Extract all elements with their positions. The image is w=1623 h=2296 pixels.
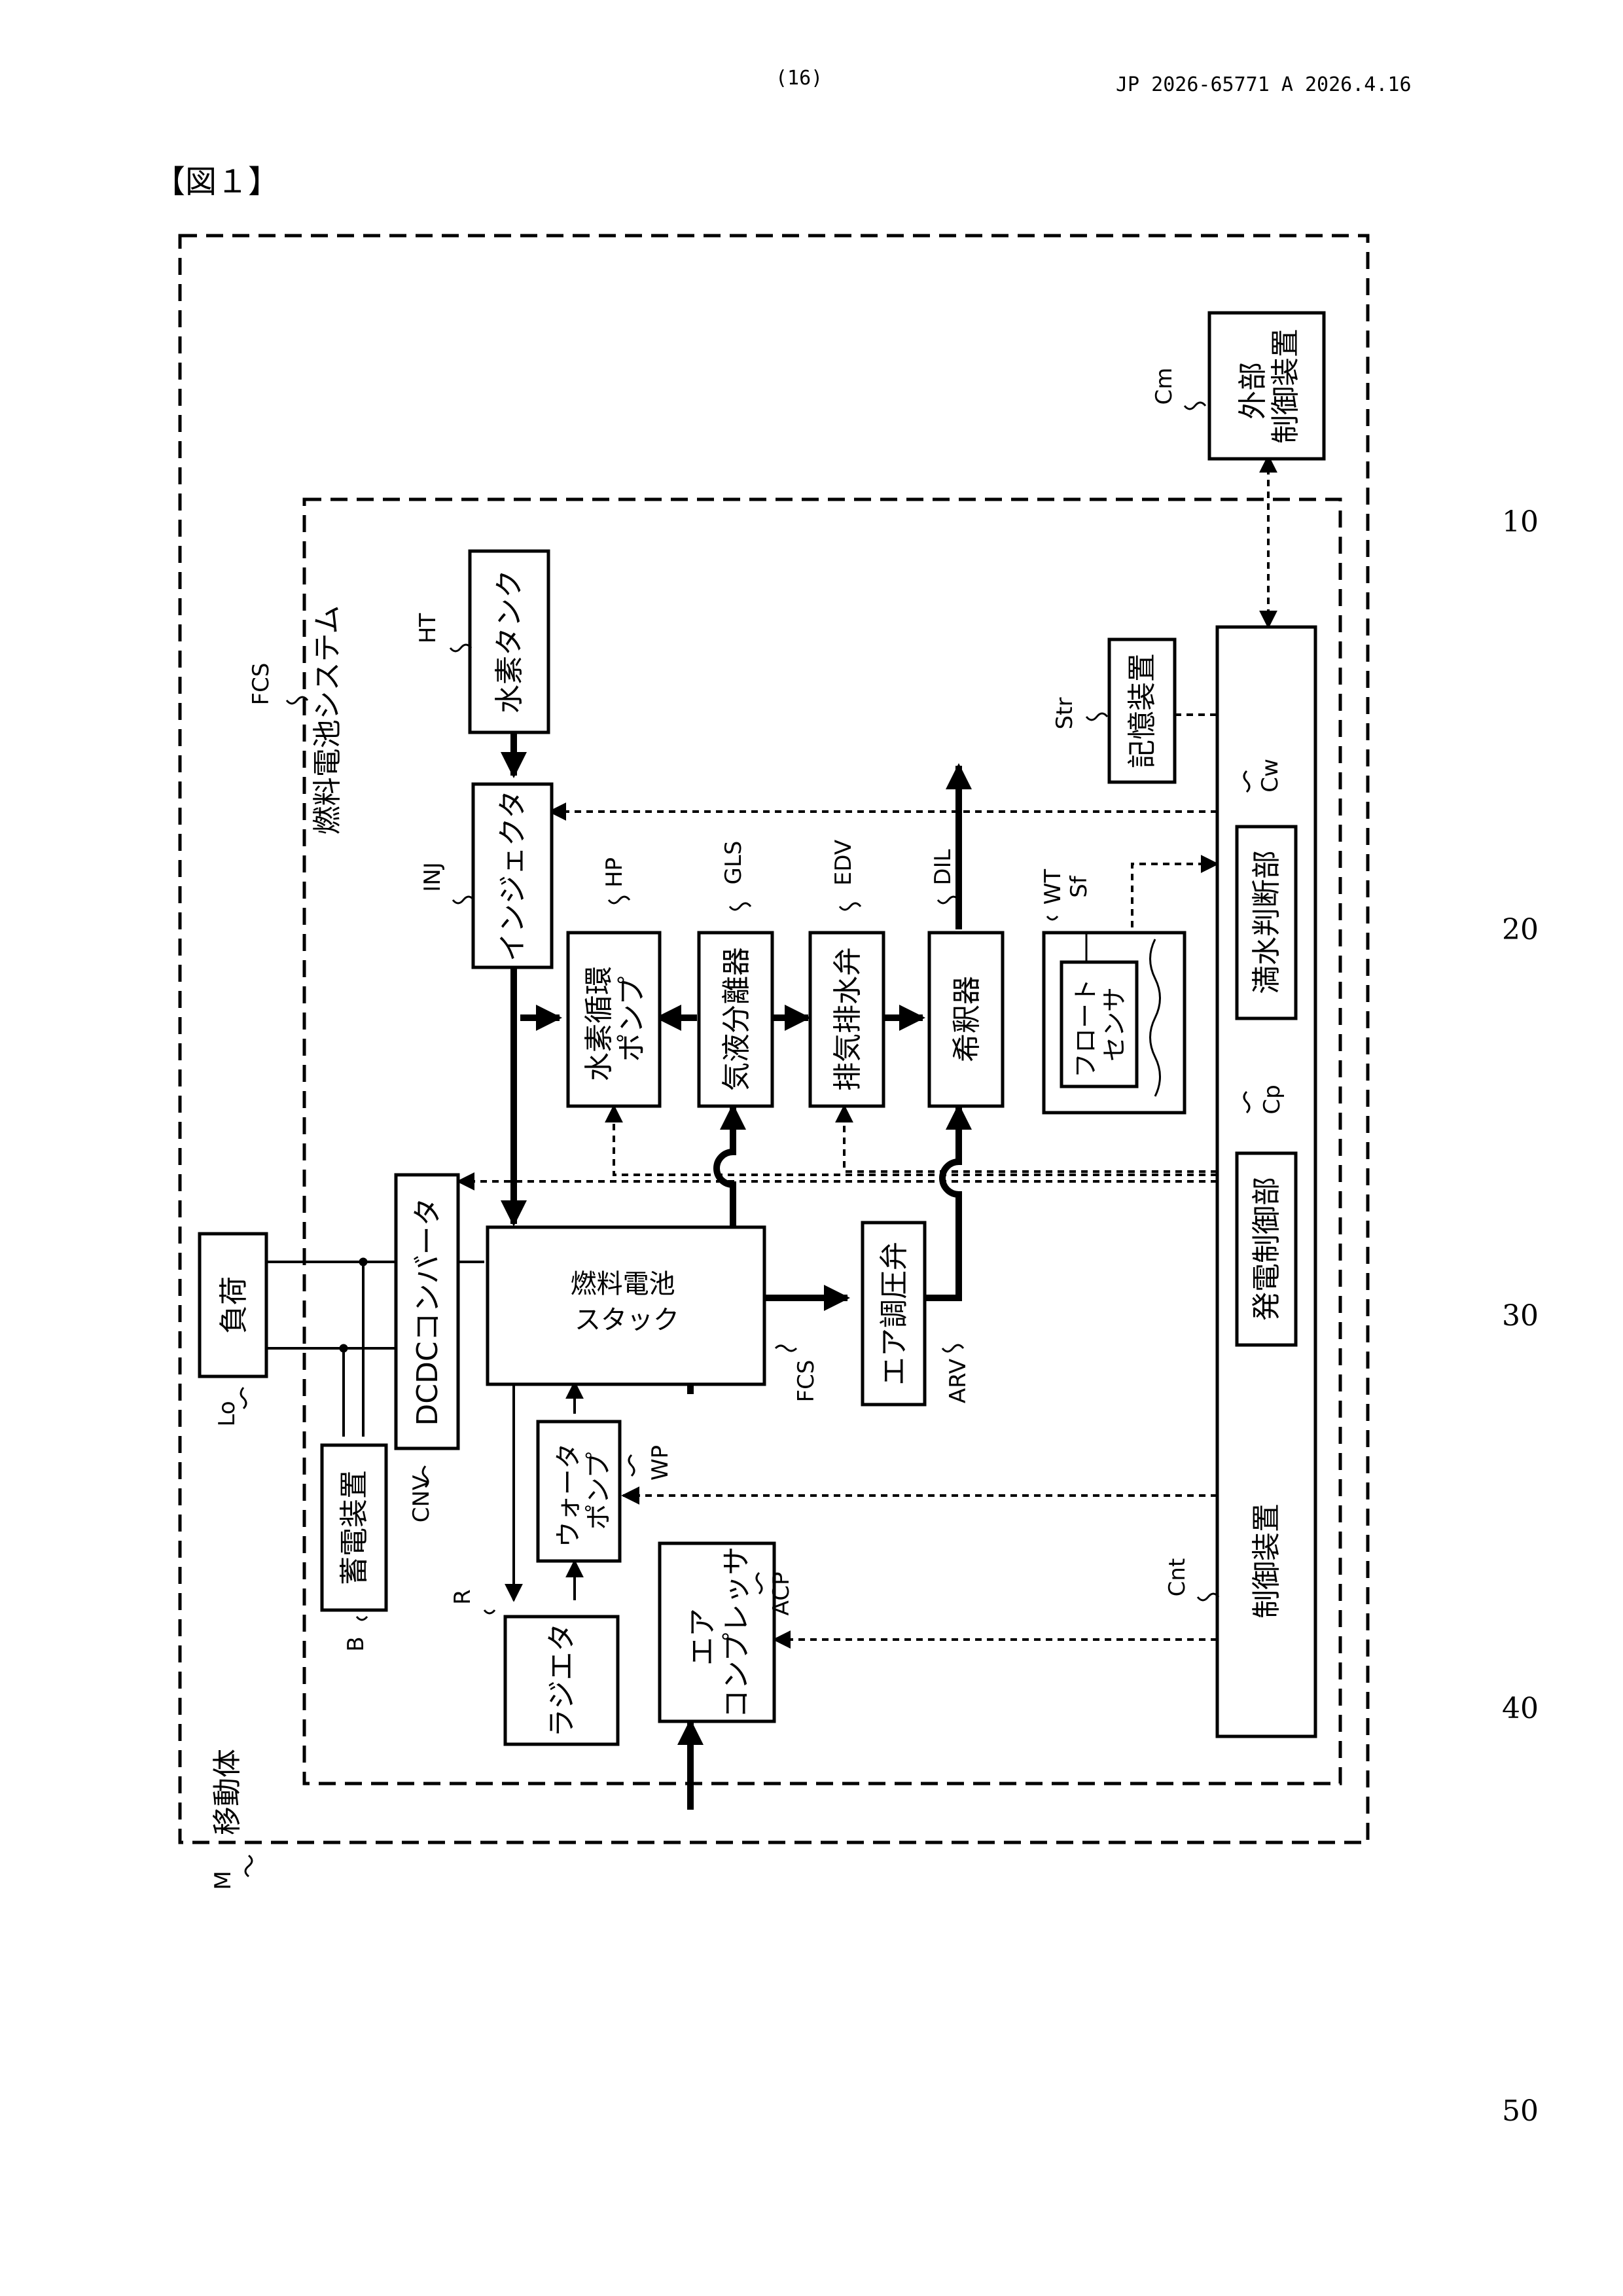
ref-Str: Str xyxy=(1052,698,1078,730)
power-gen-control-label: 発電制御部 xyxy=(1250,1177,1283,1321)
leader-FCS-stack xyxy=(776,1346,796,1351)
ref-Cp: Cp xyxy=(1259,1085,1285,1114)
leader-WT xyxy=(1047,916,1058,920)
injector-label: インジェクタ xyxy=(496,790,529,961)
leader-HT xyxy=(450,645,471,651)
load-label: 負荷 xyxy=(217,1276,251,1334)
ref-B: B xyxy=(343,1636,369,1651)
stack-to-gls-line xyxy=(717,1106,733,1227)
leader-WP xyxy=(629,1455,634,1476)
ref-INJ: INJ xyxy=(419,862,446,892)
hydrogen-tank-label: 水素タンク xyxy=(493,569,526,713)
mobile-body-label: 移動体 xyxy=(211,1749,244,1835)
ref-ACP: ACP xyxy=(768,1572,794,1616)
ref-Cm: Cm xyxy=(1151,368,1177,405)
gas-liquid-separator-label: 気液分離器 xyxy=(720,947,753,1091)
ref-HT: HT xyxy=(415,613,441,644)
junction-dot-1 xyxy=(359,1258,367,1266)
ref-CNV: CNV xyxy=(408,1475,435,1522)
ref-FCS-stack: FCS xyxy=(793,1360,819,1403)
ref-ARV: ARV xyxy=(945,1359,971,1403)
leader-HP xyxy=(609,897,630,903)
ref-M: M xyxy=(210,1871,236,1890)
controller-label: 制御装置 xyxy=(1250,1503,1283,1619)
ref-R: R xyxy=(450,1589,476,1605)
ctrl-to-edv-line xyxy=(844,1106,1217,1172)
ref-FCS-system: FCS xyxy=(248,663,274,706)
diluter-label: 希釈器 xyxy=(950,976,984,1062)
dcdc-converter-label: DCDCコンバータ xyxy=(411,1197,444,1426)
leader-M xyxy=(245,1856,252,1876)
ref-GLS: GLS xyxy=(721,841,747,885)
leader-GLS xyxy=(730,903,751,910)
leader-INJ xyxy=(453,897,474,903)
ref-Lo: Lo xyxy=(214,1401,240,1426)
leader-B xyxy=(357,1617,367,1620)
storage-label: 記憶装置 xyxy=(1126,653,1159,768)
ctrl-to-hp-line xyxy=(614,1106,1217,1175)
leader-Cm xyxy=(1185,403,1205,409)
arv-to-dil-line xyxy=(923,1106,959,1298)
leader-ARV xyxy=(942,1345,963,1352)
ref-DIL: DIL xyxy=(930,849,956,885)
junction-dot-2 xyxy=(340,1344,348,1352)
ref-EDV: EDV xyxy=(830,840,857,886)
leader-EDV xyxy=(840,903,861,910)
leader-Lo xyxy=(241,1388,246,1408)
ref-WT: WT xyxy=(1040,869,1066,905)
radiator-label: ラジエタ xyxy=(545,1623,579,1737)
ref-WP: WP xyxy=(647,1445,673,1480)
air-valve-label: エア調圧弁 xyxy=(878,1242,911,1386)
exhaust-drain-valve-label: 排気排水弁 xyxy=(831,947,865,1091)
leader-Cnt xyxy=(1198,1594,1219,1600)
water-full-judge-label: 満水判断部 xyxy=(1250,850,1283,994)
ref-Cnt: Cnt xyxy=(1164,1558,1190,1597)
ref-Cw: Cw xyxy=(1257,759,1283,793)
battery-label: 蓄電装置 xyxy=(338,1470,371,1585)
ref-Sf: Sf xyxy=(1066,875,1092,898)
ref-HP: HP xyxy=(601,857,628,888)
leader-Str xyxy=(1086,713,1107,720)
fcs-system-label: 燃料電池システム xyxy=(311,605,344,835)
leader-R xyxy=(484,1610,495,1613)
